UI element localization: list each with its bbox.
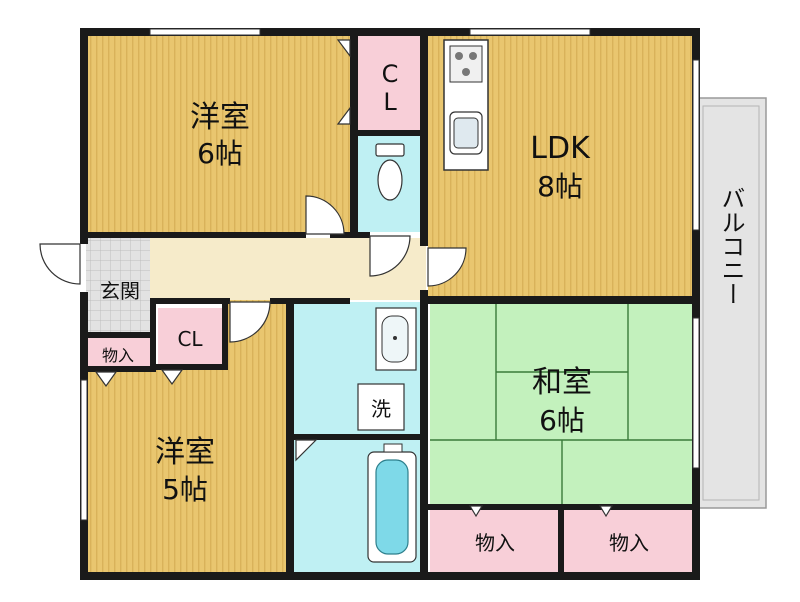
storage-bottom-2-label: 物入: [609, 531, 649, 555]
stove-icon: [449, 45, 483, 83]
closet-top-floor: [350, 34, 422, 132]
storage-left-label: 物入: [102, 346, 134, 365]
closet-top-label-1: C: [382, 60, 399, 88]
storage-left-floor: [86, 338, 150, 370]
closet-left-label: CL: [177, 327, 203, 351]
western-room-2-name: 洋室: [155, 435, 215, 470]
western-room-1-name: 洋室: [190, 100, 250, 135]
storage-bottom-1-floor: [430, 508, 560, 572]
balcony: [695, 97, 767, 509]
western-room-1-size: 6帖: [197, 137, 243, 170]
entrance-floor: [86, 238, 150, 332]
japanese-room-name: 和室: [532, 365, 592, 400]
toilet-icon: [375, 143, 405, 201]
ldk-size: 8帖: [537, 170, 583, 203]
kitchen-counter: [443, 39, 489, 171]
washing-machine-space: [357, 383, 405, 431]
western-room-2-floor: [86, 370, 286, 572]
doors: [39, 39, 614, 518]
balcony-label: バルコニー: [717, 186, 745, 306]
ldk-name: LDK: [530, 131, 591, 166]
tatami-lines: [430, 304, 694, 504]
storage-bottom-2-floor: [564, 508, 694, 572]
western-room-2-size: 5帖: [162, 473, 208, 506]
walls: [80, 28, 700, 580]
japanese-room-size: 6帖: [539, 404, 585, 437]
washroom-label: 洗: [371, 397, 391, 421]
windows: [80, 28, 700, 521]
wash-basin-icon: [375, 307, 417, 371]
storage-bottom-1-label: 物入: [475, 531, 515, 555]
closet-top-label-2: L: [383, 88, 397, 116]
closet-left-floor: [158, 308, 222, 364]
entrance-label: 玄関: [100, 279, 140, 303]
bathtub-icon: [367, 443, 417, 563]
